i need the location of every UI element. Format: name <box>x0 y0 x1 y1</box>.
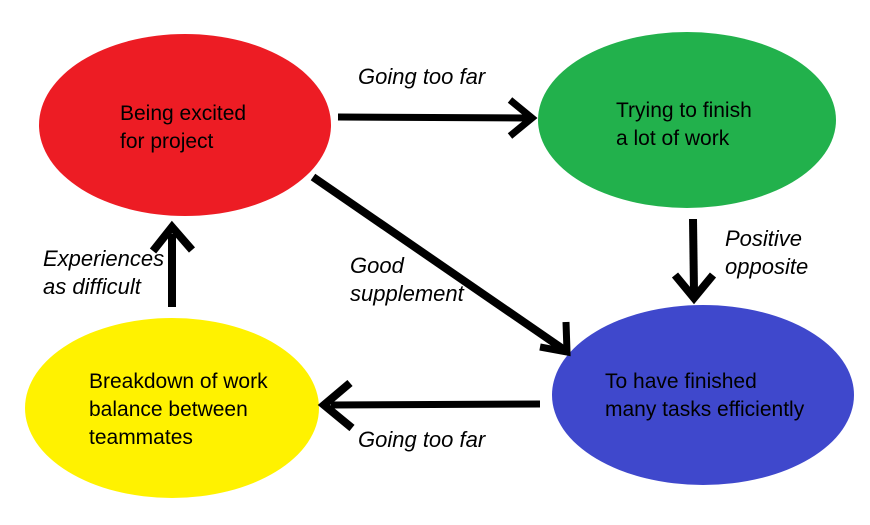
arrow-breakdown-to-excited <box>149 220 196 307</box>
node-label-line: To have finished <box>605 370 757 393</box>
node-label-line: Being excited <box>120 102 246 125</box>
edge-label-line: Positive <box>725 226 802 251</box>
node-label-line: many tasks efficiently <box>605 398 805 421</box>
arrowhead-left-icon <box>317 379 355 432</box>
edge-label-experiences-as-difficult: Experiences as difficult <box>43 246 164 299</box>
node-label-line: for project <box>120 130 214 153</box>
arrowhead-diagonal-icon <box>539 321 571 357</box>
node-finished-many-tasks <box>552 305 854 485</box>
edge-label-going-too-far-bottom: Going too far <box>358 427 487 452</box>
node-trying-to-finish <box>538 32 836 208</box>
edge-label-line: Experiences <box>43 246 164 271</box>
edge-label-line: as difficult <box>43 274 142 299</box>
node-label-line: teammates <box>89 426 193 449</box>
node-label-finished-many-tasks: To have finished many tasks efficiently <box>605 370 805 421</box>
node-label-line: a lot of work <box>616 127 730 150</box>
arrowhead-up-icon <box>149 220 196 254</box>
arrow-excited-to-trying <box>337 97 538 139</box>
arrow-trying-to-finished <box>671 218 717 305</box>
node-breakdown-work-balance <box>25 318 319 498</box>
arrowhead-right-icon <box>507 97 538 139</box>
node-label-trying-to-finish: Trying to finish a lot of work <box>616 99 752 150</box>
edge-label-line: supplement <box>350 281 465 306</box>
edge-label-line: opposite <box>725 254 808 279</box>
node-label-line: Trying to finish <box>616 99 752 122</box>
node-label-line: Breakdown of work <box>89 370 268 393</box>
node-label-line: balance between <box>89 398 248 421</box>
arrow-excited-to-finished <box>310 173 571 357</box>
edge-label-good-supplement: Good supplement <box>350 253 465 306</box>
arrow-finished-to-breakdown <box>317 379 541 432</box>
edge-label-going-too-far-top: Going too far <box>358 64 487 89</box>
edge-label-positive-opposite: Positive opposite <box>725 226 808 279</box>
node-label-breakdown-work-balance: Breakdown of work balance between teamma… <box>89 370 268 449</box>
node-label-being-excited: Being excited for project <box>120 102 246 153</box>
arrowhead-down-icon <box>671 272 717 305</box>
edge-label-line: Good <box>350 253 405 278</box>
node-being-excited <box>39 34 331 216</box>
